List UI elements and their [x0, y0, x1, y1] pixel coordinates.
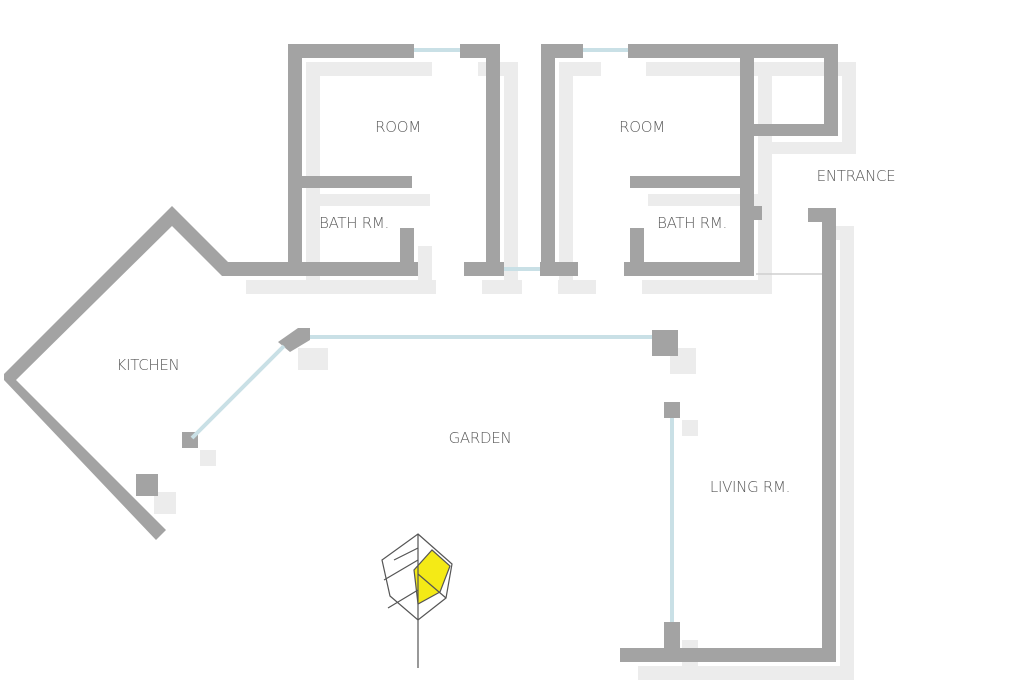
leaf-logo-icon [381, 533, 453, 668]
walls [4, 44, 838, 662]
glazing [190, 48, 822, 622]
label-room-left: ROOM [375, 118, 421, 136]
label-kitchen: KITCHEN [117, 356, 180, 374]
label-living: LIVING RM. [710, 478, 790, 496]
label-room-right: ROOM [619, 118, 665, 136]
wall-shadows [154, 62, 856, 680]
label-entrance: ENTRANCE [817, 167, 896, 185]
label-bath-right: BATH RM. [657, 214, 727, 232]
room-labels: ROOM ROOM BATH RM. BATH RM. ENTRANCE KIT… [117, 118, 896, 496]
label-garden: GARDEN [449, 429, 512, 447]
label-bath-left: BATH RM. [319, 214, 389, 232]
